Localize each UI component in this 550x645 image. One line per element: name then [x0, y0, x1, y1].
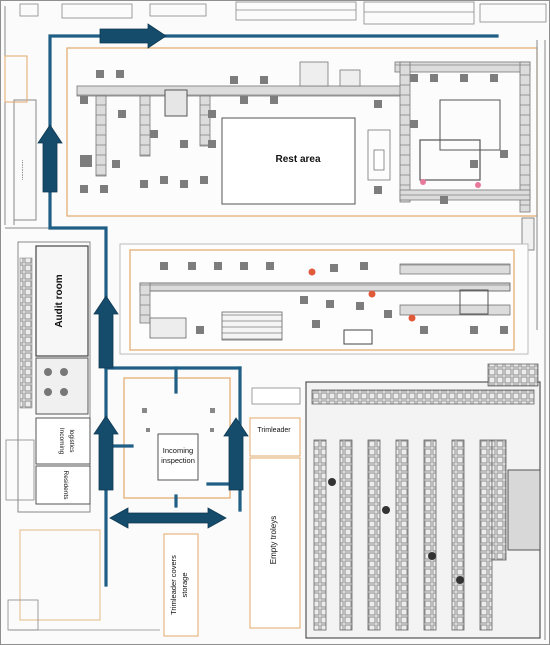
trimleader-label: Trimleader	[257, 427, 291, 434]
incoming-inspection-line1: Incoming	[163, 446, 193, 455]
rest-area-label: Rest area	[275, 154, 320, 165]
red-marker-3	[408, 314, 416, 322]
audit-room-zone	[35, 245, 89, 357]
trimleader-covers-zone	[163, 533, 199, 637]
pink-marker-2	[475, 182, 481, 188]
rack-trolleys	[328, 478, 464, 584]
audit-equipment	[35, 357, 89, 415]
inspection-markers	[142, 408, 215, 432]
upper-conveyors	[76, 61, 531, 213]
lower-left-zone	[5, 439, 160, 631]
middle-machines	[160, 262, 508, 334]
trimleader-rack	[251, 387, 301, 405]
incoming-inspection-line2: inspection	[161, 456, 195, 465]
warehouse-racks	[305, 363, 541, 639]
flow-arrow-up-icon	[93, 415, 119, 491]
top-structures	[19, 1, 547, 25]
middle-production-area	[129, 249, 515, 351]
audit-stools	[44, 368, 68, 396]
incoming-logistics-zone	[35, 417, 91, 465]
svg-text:............: ............	[20, 160, 26, 180]
right-wall	[521, 40, 546, 640]
empty-troleys-label: Empty troleys	[269, 516, 278, 564]
incoming-inspection-zone	[157, 433, 199, 481]
trimleader-covers-line1: Trimleader covers	[169, 555, 178, 615]
red-marker-2	[368, 290, 376, 298]
incoming-logistics-line2: logistics	[68, 429, 75, 453]
empty-troleys-zone	[249, 457, 301, 629]
red-marker-1	[308, 268, 316, 276]
middle-conveyors	[139, 263, 511, 345]
flow-arrow-up-icon	[223, 417, 249, 491]
flow-arrow-double-horizontal-icon	[109, 507, 227, 529]
flow-arrow-up-icon	[93, 295, 119, 369]
incoming-logistics-line1: Incoming	[58, 428, 65, 455]
flow-arrow-right-icon	[99, 23, 167, 49]
audit-room-label: Audit room	[54, 274, 65, 327]
audit-block-frame	[17, 241, 91, 513]
pink-marker-1	[420, 179, 426, 185]
rest-area-zone	[221, 117, 356, 205]
residents-label: Residents	[62, 471, 69, 501]
trimleader-zone	[249, 417, 301, 457]
upper-machines	[80, 70, 508, 204]
residents-zone	[35, 465, 91, 505]
flow-arrow-up-icon	[37, 124, 63, 193]
trimleader-covers-line2: storage	[180, 572, 189, 597]
audit-side-rack	[19, 257, 33, 409]
